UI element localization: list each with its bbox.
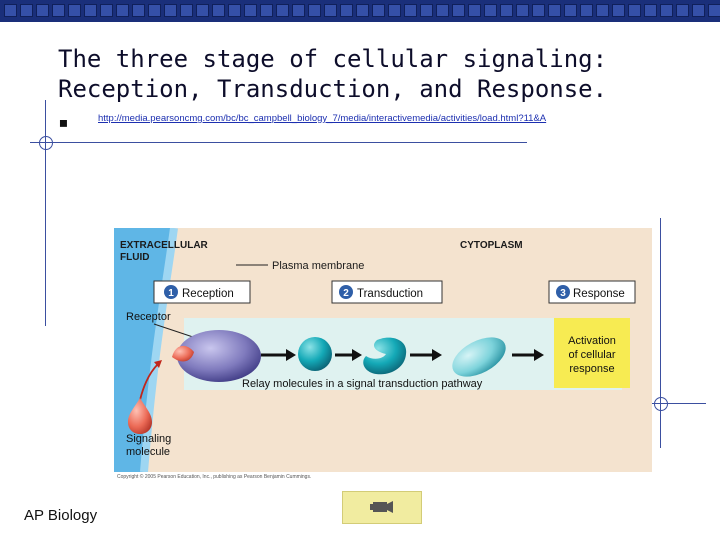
relay-molecule-2 bbox=[363, 337, 407, 375]
cytoplasm-label: CYTOPLASM bbox=[460, 240, 523, 251]
banner-square bbox=[340, 4, 353, 17]
decor-crosshair-right bbox=[654, 397, 668, 411]
decor-crosshair-left bbox=[39, 136, 53, 150]
banner-square bbox=[148, 4, 161, 17]
activation-line2: of cellular bbox=[568, 349, 615, 361]
banner-square bbox=[644, 4, 657, 17]
banner-square bbox=[420, 4, 433, 17]
stage-label-response: Response bbox=[573, 288, 625, 300]
relay-label: Relay molecules in a signal transduction… bbox=[242, 378, 483, 390]
banner-square bbox=[68, 4, 81, 17]
banner-square bbox=[564, 4, 577, 17]
signaling-molecule-line2: molecule bbox=[126, 446, 170, 458]
banner-square bbox=[292, 4, 305, 17]
decor-rule-left bbox=[45, 100, 46, 326]
banner-square bbox=[452, 4, 465, 17]
banner-square bbox=[388, 4, 401, 17]
plasma-membrane-label: Plasma membrane bbox=[272, 260, 364, 272]
stage-number-3: 3 bbox=[560, 288, 566, 299]
decor-rule-top bbox=[30, 142, 527, 143]
banner-square bbox=[612, 4, 625, 17]
banner-square bbox=[484, 4, 497, 17]
signal-binding-arrow bbox=[139, 363, 159, 401]
stage-badge-2 bbox=[339, 285, 353, 299]
activation-line3: response bbox=[569, 363, 614, 375]
banner-square bbox=[404, 4, 417, 17]
banner-square bbox=[52, 4, 65, 17]
video-button[interactable] bbox=[342, 491, 422, 524]
stage-reception: 1 Reception bbox=[153, 280, 251, 304]
activation-line1: Activation bbox=[568, 335, 616, 347]
banner-square bbox=[116, 4, 129, 17]
banner-square bbox=[244, 4, 257, 17]
stage-label-transduction: Transduction bbox=[357, 288, 423, 300]
relay-molecule-3 bbox=[452, 337, 506, 377]
signaling-molecule-line1: Signaling bbox=[126, 433, 171, 445]
bound-signaling-molecule bbox=[172, 345, 194, 362]
banner-square bbox=[100, 4, 113, 17]
banner-square bbox=[676, 4, 689, 17]
animation-link[interactable]: http://media.pearsoncmg.com/bc/bc_campbe… bbox=[98, 113, 547, 124]
banner-square bbox=[164, 4, 177, 17]
top-banner bbox=[0, 0, 720, 22]
banner-square bbox=[36, 4, 49, 17]
receptor-label: Receptor bbox=[126, 311, 171, 323]
stage-number-1: 1 bbox=[168, 288, 174, 299]
banner-square bbox=[580, 4, 593, 17]
receptor-protein bbox=[177, 330, 261, 382]
banner-square bbox=[596, 4, 609, 17]
banner-square bbox=[628, 4, 641, 17]
banner-square bbox=[356, 4, 369, 17]
decor-rule-right-vert bbox=[660, 218, 661, 448]
banner-square bbox=[20, 4, 33, 17]
extracellular-label-line1: EXTRACELLULAR bbox=[120, 240, 209, 251]
stage-response: 3 Response bbox=[548, 280, 636, 304]
bullet-marker: ▪ bbox=[58, 112, 69, 133]
banner-square bbox=[4, 4, 17, 17]
banner-square bbox=[436, 4, 449, 17]
banner-square bbox=[708, 4, 720, 17]
slide-title-line1: The three stage of cellular signaling: bbox=[58, 45, 608, 73]
banner-square bbox=[260, 4, 273, 17]
stage-label-reception: Reception bbox=[182, 288, 234, 300]
cell-signaling-figure: EXTRACELLULAR FLUID CYTOPLASM Plasma mem… bbox=[114, 228, 652, 472]
banner-square bbox=[548, 4, 561, 17]
banner-square bbox=[196, 4, 209, 17]
relay-molecule-1 bbox=[298, 337, 332, 371]
activation-box bbox=[554, 318, 630, 388]
banner-square bbox=[660, 4, 673, 17]
banner-square bbox=[468, 4, 481, 17]
slide-title-line2: Reception, Transduction, and Response. bbox=[58, 75, 608, 103]
banner-square bbox=[276, 4, 289, 17]
banner-square bbox=[308, 4, 321, 17]
banner-square bbox=[228, 4, 241, 17]
banner-square bbox=[516, 4, 529, 17]
banner-square bbox=[132, 4, 145, 17]
video-camera-icon bbox=[370, 501, 393, 513]
stage-number-2: 2 bbox=[343, 288, 349, 299]
banner-square bbox=[372, 4, 385, 17]
decor-rule-right bbox=[646, 403, 706, 404]
banner-square bbox=[84, 4, 97, 17]
banner-square bbox=[532, 4, 545, 17]
extracellular-label-line2: FLUID bbox=[120, 252, 149, 263]
stage-badge-1 bbox=[164, 285, 178, 299]
banner-square bbox=[692, 4, 705, 17]
signal-binding-arrowhead bbox=[154, 360, 162, 368]
pathway-arrows bbox=[261, 349, 544, 361]
free-signaling-molecule bbox=[128, 398, 152, 434]
banner-square bbox=[212, 4, 225, 17]
banner-square bbox=[324, 4, 337, 17]
stage-transduction: 2 Transduction bbox=[331, 280, 443, 304]
stage-badge-3 bbox=[556, 285, 570, 299]
figure-copyright: Copyright © 2005 Pearson Education, Inc.… bbox=[117, 474, 312, 480]
banner-square bbox=[180, 4, 193, 17]
course-footer: AP Biology bbox=[24, 507, 98, 524]
banner-square bbox=[500, 4, 513, 17]
slide-title: The three stage of cellular signaling: R… bbox=[58, 44, 678, 104]
